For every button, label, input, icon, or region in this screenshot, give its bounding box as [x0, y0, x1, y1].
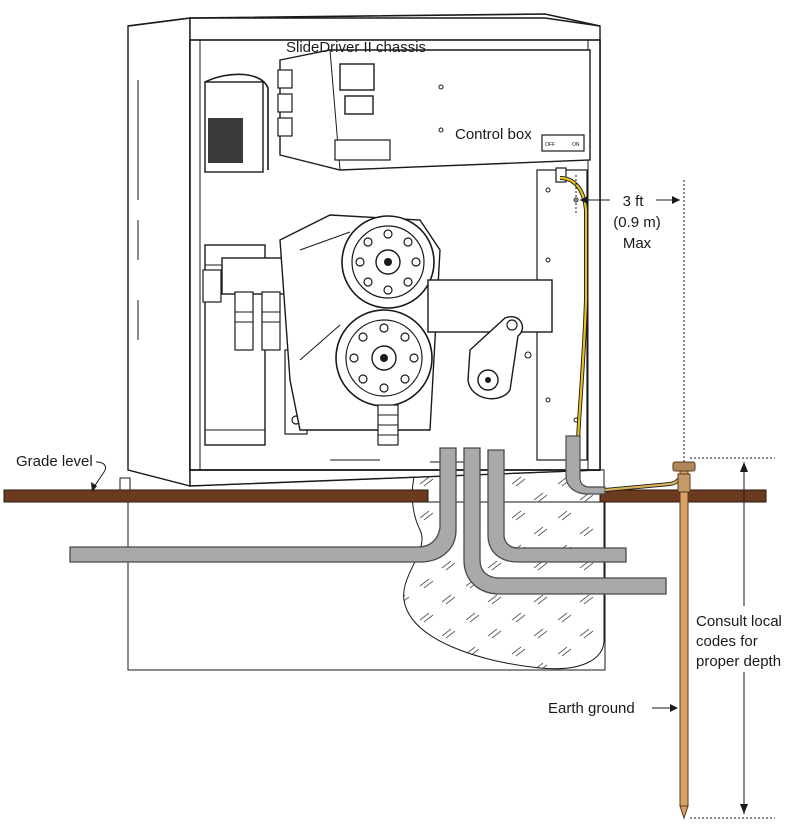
rod-clamp [672, 461, 696, 472]
grade-level-label: Grade level [16, 453, 93, 470]
callout-arrows [91, 461, 678, 712]
ground-rod [672, 461, 696, 820]
conduit-left [69, 447, 457, 563]
earth-ground-label: Earth ground [548, 700, 635, 717]
cam-arm [427, 279, 553, 400]
distance-label-line2: (0.9 m) [613, 214, 661, 231]
ground-surface-left [3, 489, 429, 503]
switch-on-text: ON [572, 142, 580, 148]
consult-label-line3: proper depth [696, 653, 781, 670]
distance-label-line3: Max [623, 235, 652, 252]
consult-label-line1: Consult local [696, 613, 782, 630]
switch-off-text: OFF [545, 142, 555, 148]
chassis-label: SlideDriver II chassis [286, 39, 426, 56]
control-box-label: Control box [455, 126, 532, 143]
off-on-switch [541, 134, 585, 152]
conduit-right [487, 449, 627, 563]
gearbox [279, 214, 441, 446]
conduits [69, 447, 667, 595]
consult-label-line2: codes for [696, 633, 758, 650]
distance-label-line1: 3 ft [623, 193, 645, 210]
control-box: OFF ON [277, 49, 591, 183]
dimensions [575, 175, 775, 819]
conduit-middle [463, 447, 667, 595]
